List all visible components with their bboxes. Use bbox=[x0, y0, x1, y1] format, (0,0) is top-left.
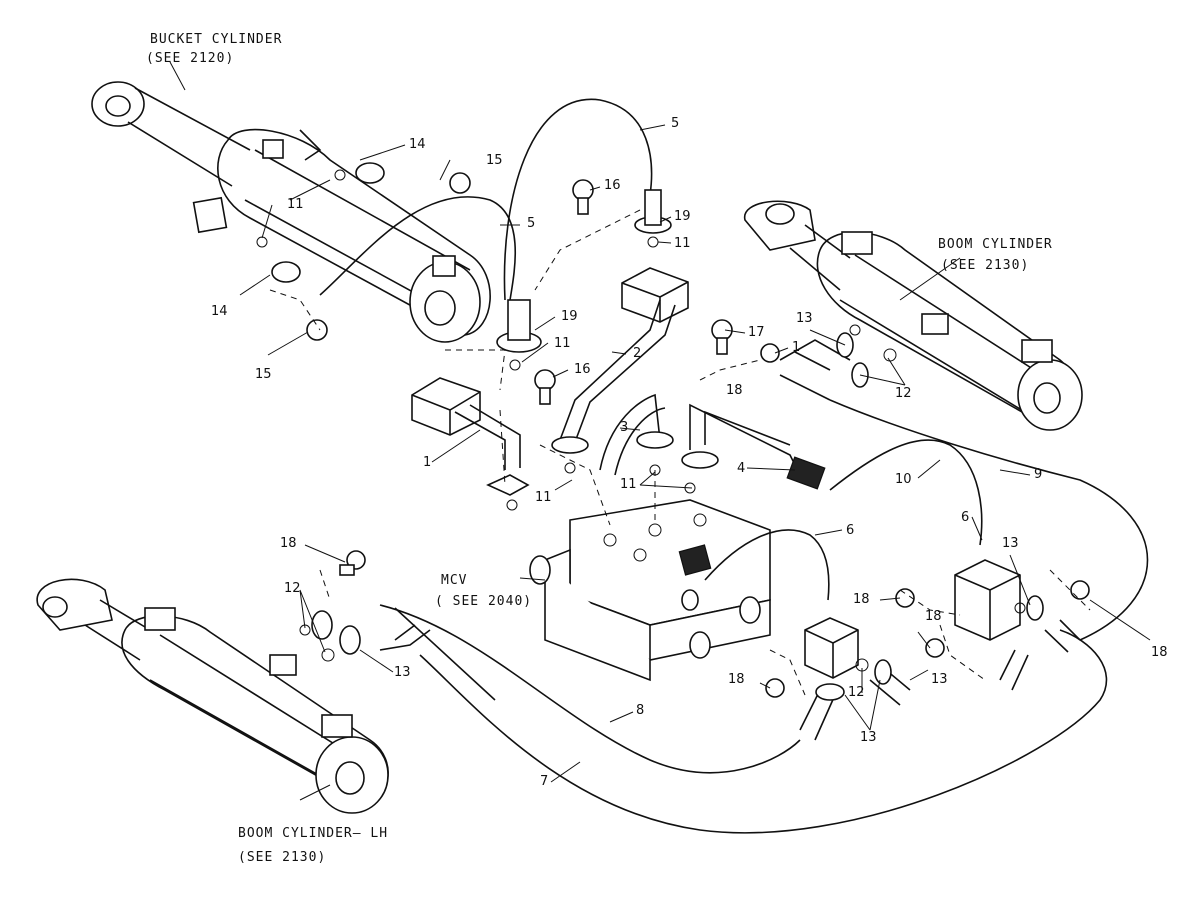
callout-2: 2 bbox=[633, 346, 642, 361]
fitting-blocks bbox=[411, 267, 1021, 679]
callout-11: 11 bbox=[674, 236, 691, 251]
callout-18: 18 bbox=[280, 536, 297, 551]
callout-13: 13 bbox=[931, 672, 948, 687]
callout-13: 13 bbox=[796, 311, 813, 326]
callout-11: 11 bbox=[554, 336, 571, 351]
callout-19: 19 bbox=[674, 209, 691, 224]
callout-8: 8 bbox=[636, 703, 645, 718]
callout-3: 3 bbox=[620, 420, 629, 435]
hoses bbox=[319, 98, 1149, 834]
callout-13: 13 bbox=[394, 665, 411, 680]
callout-18: 18 bbox=[925, 609, 942, 624]
caption-boom-cylinder: BOOM CYLINDER bbox=[938, 237, 1053, 252]
callout-6: 6 bbox=[846, 523, 855, 538]
callout-15: 15 bbox=[255, 367, 272, 382]
boom-cylinder-rh bbox=[744, 200, 1083, 431]
caption-boom-cylinder-lh: BOOM CYLINDER– LH bbox=[238, 826, 389, 841]
tubes bbox=[379, 299, 1081, 741]
callout-15: 15 bbox=[486, 153, 503, 168]
callout-12: 12 bbox=[284, 581, 301, 596]
callout-1: 1 bbox=[792, 340, 801, 355]
callout-9: 9 bbox=[1034, 467, 1043, 482]
callout-11: 11 bbox=[620, 477, 637, 492]
callout-10: 10 bbox=[895, 472, 912, 487]
callout-18: 18 bbox=[1151, 645, 1168, 660]
callout-18: 18 bbox=[728, 672, 745, 687]
callout-18: 18 bbox=[726, 383, 743, 398]
caption-bucket-cylinder: BUCKET CYLINDER bbox=[150, 32, 283, 47]
callout-11: 11 bbox=[535, 490, 552, 505]
callout-7: 7 bbox=[540, 774, 549, 789]
callout-13: 13 bbox=[860, 730, 877, 745]
callout-1: 1 bbox=[423, 455, 432, 470]
callout-19: 19 bbox=[561, 309, 578, 324]
callout-12: 12 bbox=[848, 685, 865, 700]
mcv-valve bbox=[529, 499, 771, 682]
callout-18: 18 bbox=[853, 592, 870, 607]
boom-cylinder-lh bbox=[36, 578, 389, 814]
callout-11: 11 bbox=[287, 197, 304, 212]
callout-17: 17 bbox=[748, 325, 765, 340]
caption-bucket-cylinder-ref: (SEE 2120) bbox=[146, 51, 235, 66]
alignment-lines bbox=[269, 209, 1091, 696]
callout-12: 12 bbox=[895, 386, 912, 401]
callout-5: 5 bbox=[527, 216, 536, 231]
callout-14: 14 bbox=[211, 304, 228, 319]
callout-4: 4 bbox=[737, 461, 746, 476]
callout-14: 14 bbox=[409, 137, 426, 152]
callout-16: 16 bbox=[574, 362, 591, 377]
caption-mcv-ref: ( SEE 2040) bbox=[435, 594, 533, 609]
bucket-cylinder bbox=[91, 81, 491, 343]
caption-boom-cylinder-ref: (SEE 2130) bbox=[941, 258, 1030, 273]
caption-mcv: MCV bbox=[441, 573, 468, 588]
caption-boom-cylinder-lh-ref: (SEE 2130) bbox=[238, 850, 327, 865]
leader-lines bbox=[169, 61, 1151, 801]
callout-5: 5 bbox=[671, 116, 680, 131]
callout-6: 6 bbox=[961, 510, 970, 525]
callout-16: 16 bbox=[604, 178, 621, 193]
callout-13: 13 bbox=[1002, 536, 1019, 551]
